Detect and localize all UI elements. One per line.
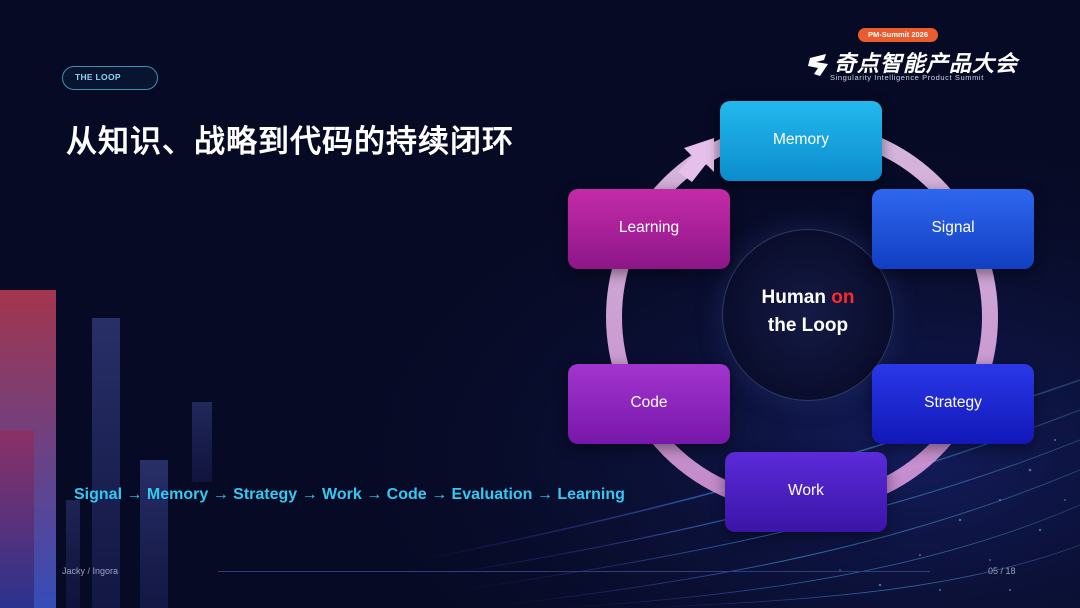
center-the-loop: the Loop (767, 315, 849, 336)
event-badge: PM-Summit 2026 (858, 28, 938, 42)
node-learning: Learning (568, 189, 730, 269)
node-signal: Signal (872, 189, 1034, 269)
summit-name-en: Singularity Intelligence Product Summit (830, 73, 984, 82)
section-tag: THE LOOP (62, 66, 158, 90)
center-human: Human (761, 287, 826, 308)
loop-center (722, 229, 894, 401)
node-work: Work (725, 452, 887, 532)
footer-author: Jacky / Ingora (62, 566, 119, 576)
loop-flow-text: Signal → Memory → Strategy → Work → Code… (74, 486, 625, 503)
loop-arrow-icon (678, 138, 714, 182)
node-code: Code (568, 364, 730, 444)
node-strategy: Strategy (872, 364, 1034, 444)
page-number: 05 / 18 (988, 566, 1016, 576)
slide-title: 从知识、战略到代码的持续闭环 (66, 124, 514, 160)
summit-logo-icon (808, 54, 828, 76)
footer-divider (218, 571, 930, 572)
node-memory: Memory (720, 101, 882, 181)
summit-name-cn: 奇点智能产品大会 (834, 52, 1019, 77)
center-label: Human on the Loop (722, 284, 894, 340)
center-on: on (831, 287, 855, 308)
